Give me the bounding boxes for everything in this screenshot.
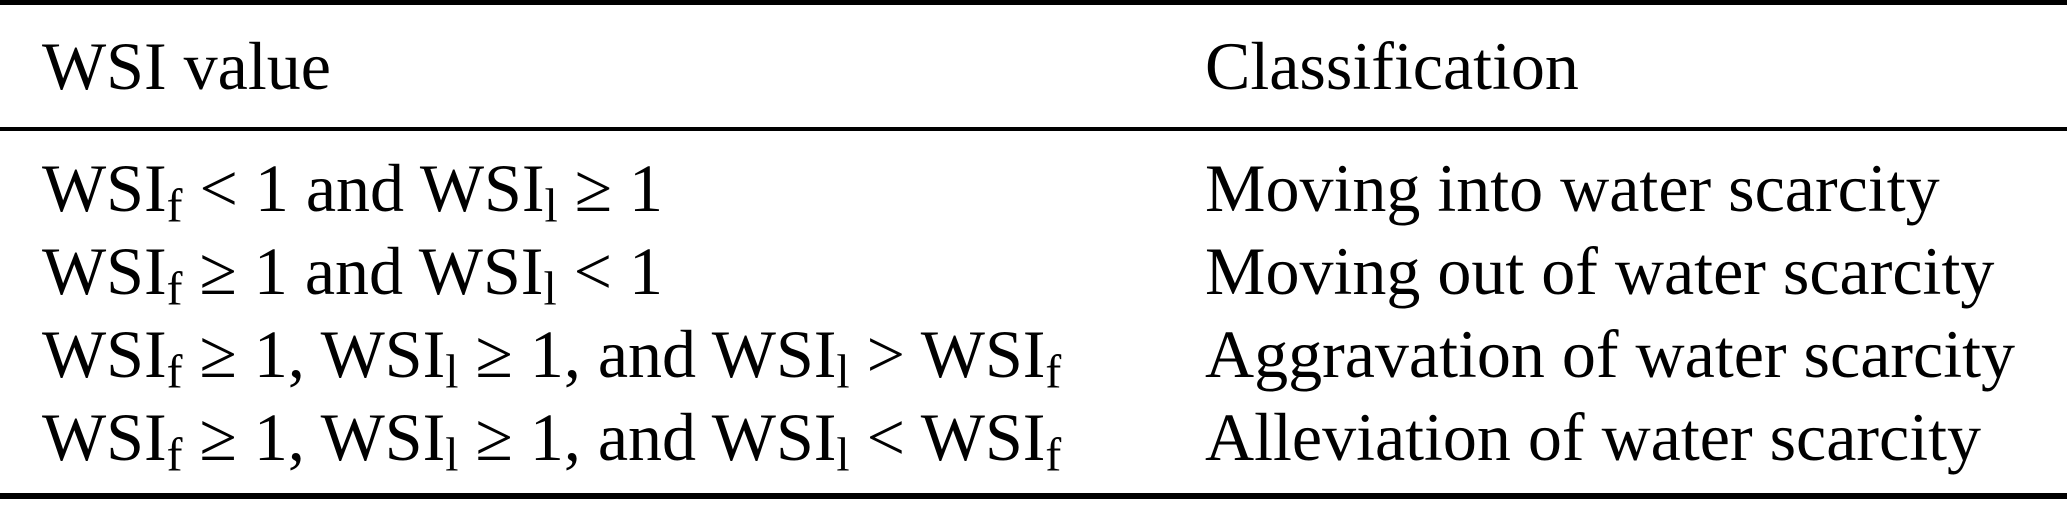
table-row: WSIf ≥ 1 and WSIl < 1 Moving out of wate…	[0, 230, 2067, 313]
header-cell-wsi-value: WSI value	[42, 28, 331, 104]
table-top-rule	[0, 0, 2067, 5]
header-cell-classification: Classification	[1205, 28, 1579, 104]
wsi-condition-cell: WSIf ≥ 1 and WSIl < 1	[42, 233, 664, 316]
table-body: WSIf < 1 and WSIl ≥ 1 Moving into water …	[0, 131, 2067, 493]
classification-cell: Moving into water scarcity	[1205, 150, 1940, 226]
table-bottom-rule	[0, 493, 2067, 499]
wsi-condition-cell: WSIf < 1 and WSIl ≥ 1	[42, 150, 664, 233]
wsi-condition-cell: WSIf ≥ 1, WSIl ≥ 1, and WSIl > WSIf	[42, 316, 1062, 399]
table-row: WSIf < 1 and WSIl ≥ 1 Moving into water …	[0, 147, 2067, 230]
table-row: WSIf ≥ 1, WSIl ≥ 1, and WSIl < WSIf Alle…	[0, 396, 2067, 479]
classification-cell: Moving out of water scarcity	[1205, 233, 1995, 309]
classification-cell: Alleviation of water scarcity	[1205, 399, 1982, 475]
table-header-row: WSI value Classification	[0, 5, 2067, 127]
classification-cell: Aggravation of water scarcity	[1205, 316, 2015, 392]
table-header-rule	[0, 127, 2067, 131]
table-row: WSIf ≥ 1, WSIl ≥ 1, and WSIl > WSIf Aggr…	[0, 313, 2067, 396]
wsi-condition-cell: WSIf ≥ 1, WSIl ≥ 1, and WSIl < WSIf	[42, 399, 1062, 482]
